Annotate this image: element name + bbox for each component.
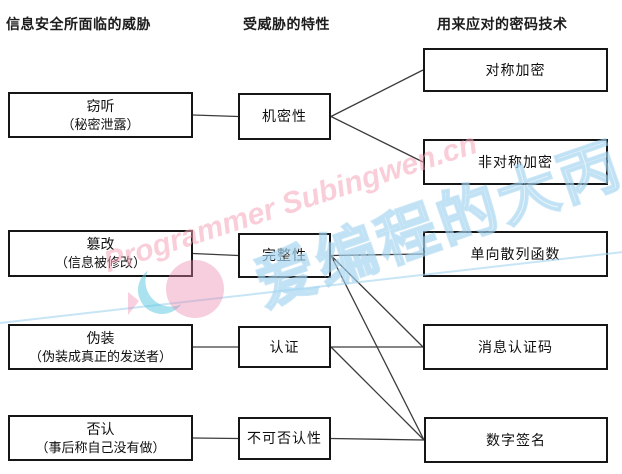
column-header-properties: 受威胁的特性 bbox=[243, 16, 330, 32]
connector-line bbox=[192, 437, 239, 440]
connector-line bbox=[330, 255, 424, 348]
connector-line bbox=[192, 114, 239, 118]
box-title: 伪装 bbox=[86, 329, 115, 346]
box-label: 单向散列函数 bbox=[470, 245, 561, 262]
threat-box-spoofing: 伪装 （伪装成真正的发送者） bbox=[8, 324, 193, 370]
threat-box-eavesdropping: 窃听 （秘密泄露） bbox=[8, 92, 193, 138]
threat-box-tampering: 篡改 （信息被修改） bbox=[8, 230, 193, 277]
box-label: 非对称加密 bbox=[478, 153, 553, 170]
connector-line bbox=[330, 437, 425, 441]
property-box-integrity: 完整性 bbox=[238, 233, 331, 278]
technique-box-symmetric-encryption: 对称加密 bbox=[423, 48, 608, 92]
box-subtitle: （信息被修改） bbox=[54, 255, 146, 271]
box-label: 消息认证码 bbox=[478, 338, 553, 355]
connector-line bbox=[330, 69, 424, 118]
box-label: 对称加密 bbox=[485, 61, 546, 78]
property-box-non-repudiation: 不可否认性 bbox=[238, 417, 331, 460]
technique-box-asymmetric-encryption: 非对称加密 bbox=[423, 139, 608, 185]
connector-line bbox=[330, 115, 424, 163]
box-label: 不可否认性 bbox=[247, 430, 322, 447]
connector-line bbox=[330, 346, 425, 441]
property-box-confidentiality: 机密性 bbox=[238, 93, 331, 140]
connector-line bbox=[330, 253, 424, 257]
box-label: 完整性 bbox=[262, 247, 307, 264]
connector-line bbox=[330, 255, 425, 441]
box-title: 窃听 bbox=[86, 97, 115, 114]
property-box-authentication: 认证 bbox=[238, 326, 331, 368]
box-subtitle: （秘密泄露） bbox=[61, 116, 140, 132]
box-label: 数字签名 bbox=[486, 431, 546, 448]
box-subtitle: （伪装成真正的发送者） bbox=[28, 348, 172, 364]
box-title: 否认 bbox=[86, 420, 115, 437]
box-label: 认证 bbox=[269, 338, 300, 355]
technique-box-one-way-hash: 单向散列函数 bbox=[423, 231, 608, 277]
technique-box-digital-signature: 数字签名 bbox=[424, 417, 608, 463]
column-header-threats: 信息安全所面临的威胁 bbox=[6, 16, 151, 32]
technique-box-message-auth-code: 消息认证码 bbox=[423, 324, 608, 370]
box-subtitle: （事后称自己没有做） bbox=[35, 439, 166, 455]
threat-box-repudiation: 否认 （事后称自己没有做） bbox=[8, 415, 193, 461]
connector-line bbox=[192, 252, 239, 257]
box-label: 机密性 bbox=[262, 108, 307, 125]
box-title: 篡改 bbox=[86, 236, 115, 253]
column-header-techniques: 用来应对的密码技术 bbox=[437, 16, 568, 32]
